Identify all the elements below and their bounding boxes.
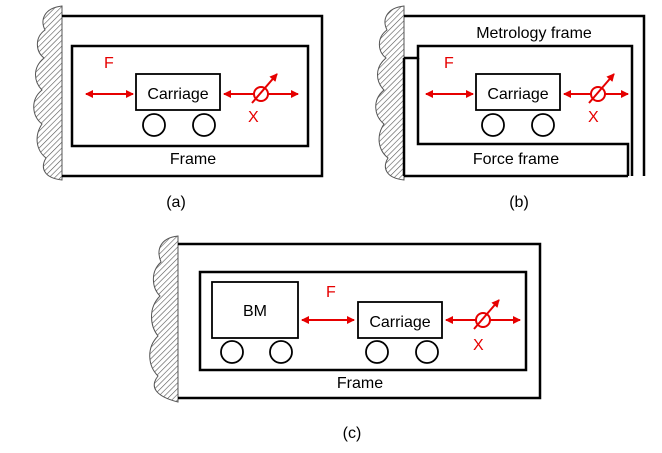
carriage-box-b [475,73,561,111]
sensor-needle-a [251,73,278,104]
carriage-box-a [135,73,221,111]
sensor-label-c: X [473,337,484,354]
wheel-c-left [365,340,389,364]
carriage-label-b: Carriage [487,86,548,103]
wheel-a-left [142,113,166,137]
metrology-label: Metrology frame [476,25,592,42]
sensor-needle-c [473,299,500,330]
sensor-label-b: X [588,109,599,126]
panel-a: F Carriage X Frame (a) [33,5,324,211]
panel-c: BM F Carriage X Frame (c) [149,235,542,442]
bm-box [211,281,299,339]
bm-label: BM [243,303,267,320]
force-label-c: F [326,284,336,301]
caption-c: (c) [343,425,362,442]
force-label-b: F [444,55,454,72]
force-frame-label: Force frame [473,151,559,168]
inner-frame-c [198,270,528,372]
force-frame [402,58,630,176]
outer-frame-a [62,14,324,178]
wheel-bm-left [220,340,244,364]
frame-label-c: Frame [337,375,383,392]
wheel-b-left [481,113,505,137]
caption-b: (b) [509,194,529,211]
panel-b: Metrology frame F Carriage X Force frame… [375,5,646,211]
frame-label-a: Frame [170,151,216,168]
caption-a: (a) [166,194,186,211]
ground-wall-c [149,235,179,403]
carriage-label-a: Carriage [147,86,208,103]
carriage-label-c: Carriage [369,314,430,331]
sensor-label-a: X [248,109,259,126]
wheel-a-right [192,113,216,137]
inner-frame-a [70,44,310,148]
sensor-needle-b [588,73,615,104]
metrology-frame [404,14,646,176]
wheel-b-right [531,113,555,137]
ground-wall-b [375,5,405,181]
carriage-box-c [357,301,443,339]
outer-frame-c [178,242,542,400]
ground-wall-a [33,5,63,181]
force-label-a: F [104,55,114,72]
wheel-bm-right [269,340,293,364]
wheel-c-right [415,340,439,364]
